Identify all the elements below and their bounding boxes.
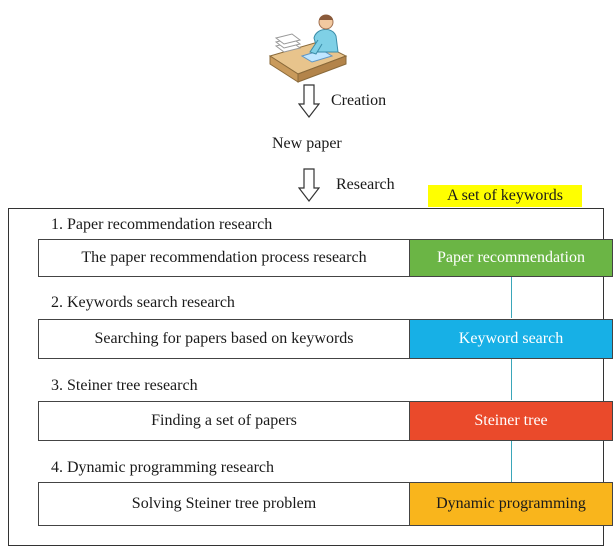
down-arrow-icon xyxy=(298,84,320,118)
connector-line xyxy=(511,277,512,318)
connector-line xyxy=(511,359,512,400)
research-frame xyxy=(8,208,604,546)
method-box: Dynamic programming xyxy=(409,482,613,526)
method-box: Steiner tree xyxy=(409,401,613,441)
method-box: Paper recommendation xyxy=(409,239,613,277)
down-arrow-icon xyxy=(298,168,320,202)
creation-label: Creation xyxy=(331,92,387,109)
section-heading: 1. Paper recommendation research xyxy=(51,216,273,233)
research-label: Research xyxy=(336,176,395,193)
method-box: Keyword search xyxy=(409,319,613,359)
section-description: The paper recommendation process researc… xyxy=(38,239,410,277)
section-heading: 3. Steiner tree research xyxy=(51,377,198,394)
researcher-at-desk-icon xyxy=(268,14,348,83)
section-description: Finding a set of papers xyxy=(38,401,410,441)
section-description: Solving Steiner tree problem xyxy=(38,482,410,526)
keyword-tag: A set of keywords xyxy=(428,185,582,207)
section-heading: 2. Keywords search research xyxy=(51,294,235,311)
section-heading: 4. Dynamic programming research xyxy=(51,459,275,476)
connector-line xyxy=(511,441,512,482)
section-description: Searching for papers based on keywords xyxy=(38,319,410,359)
new-paper-label: New paper xyxy=(272,135,342,152)
